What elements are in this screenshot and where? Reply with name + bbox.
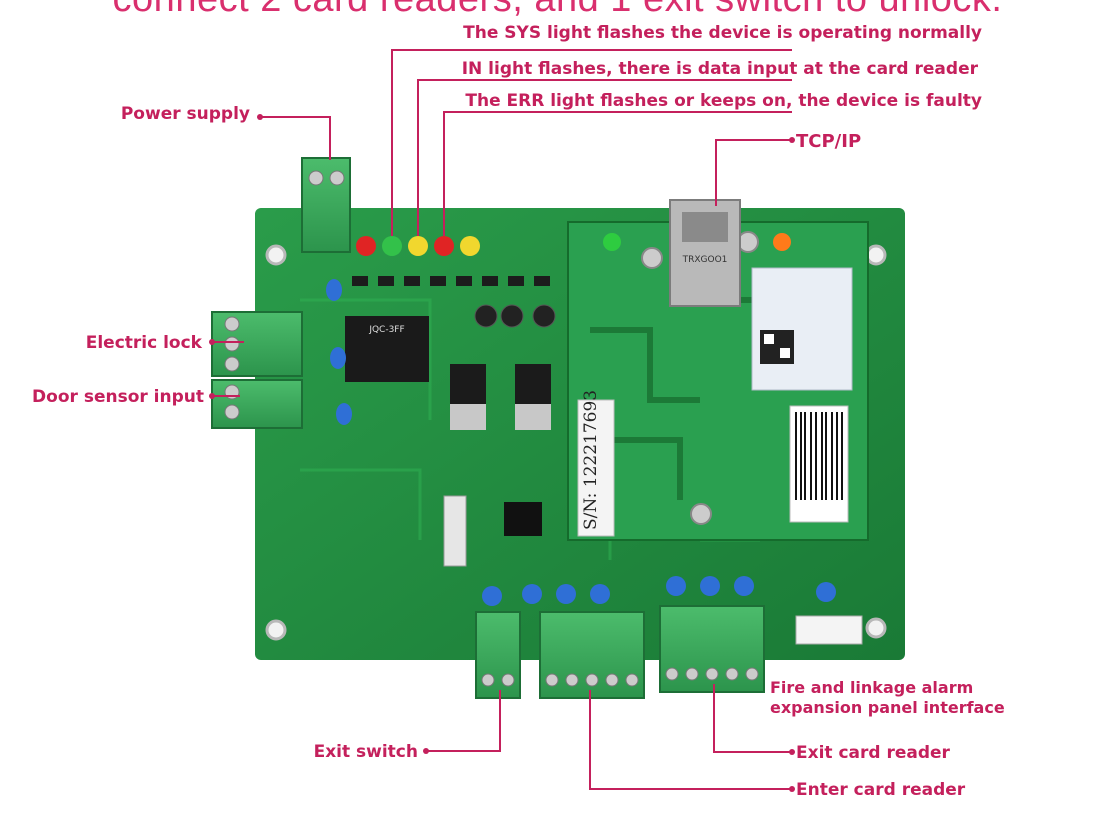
label-enter-card-reader: Enter card reader	[796, 780, 966, 800]
label-fire-alarm-2: expansion panel interface	[770, 698, 1005, 717]
in-led-yellow-icon	[408, 236, 428, 256]
electric-lock-terminal	[211, 311, 303, 377]
serial-number-label: S/N: 122217693	[581, 390, 601, 530]
network-module: S/N: 122217693	[567, 221, 869, 541]
resistor	[443, 495, 467, 567]
led-yellow-icon	[460, 236, 480, 256]
label-power-supply: Power supply	[121, 104, 250, 124]
page-heading: connect 2 card readers, and 1 exit switc…	[0, 0, 1115, 21]
enter-card-reader-terminal	[539, 611, 645, 699]
exit-card-reader-terminal	[659, 605, 765, 693]
err-led-red-icon	[434, 236, 454, 256]
alarm-expansion-connector	[795, 615, 863, 645]
sys-led-green-icon	[382, 236, 402, 256]
label-sys-light: The SYS light flashes the device is oper…	[463, 23, 982, 43]
rj45-text: TRXGOO1	[682, 255, 728, 265]
label-electric-lock: Electric lock	[86, 333, 203, 353]
ic-chip	[504, 502, 542, 536]
voltage-regulators	[450, 364, 551, 430]
led-red-icon	[356, 236, 376, 256]
status-led-orange-icon	[773, 233, 791, 251]
label-tcp-ip: TCP/IP	[796, 131, 861, 152]
callout-lines	[209, 49, 795, 792]
door-sensor-terminal	[211, 379, 303, 429]
label-fire-alarm-1: Fire and linkage alarm	[770, 678, 973, 697]
indicator-leds	[356, 236, 480, 256]
rj45-port: TRXGOO1	[669, 199, 741, 307]
label-door-sensor: Door sensor input	[32, 387, 204, 407]
label-exit-switch: Exit switch	[314, 742, 418, 762]
status-led-green-icon	[603, 233, 621, 251]
exit-switch-terminal	[475, 611, 521, 699]
power-terminal	[301, 157, 351, 253]
label-exit-card-reader: Exit card reader	[796, 743, 951, 763]
label-err-light: The ERR light flashes or keeps on, the d…	[465, 91, 982, 111]
label-in-light: IN light flashes, there is data input at…	[462, 59, 979, 79]
relay-text: JQC-3FF	[368, 325, 404, 335]
relay: JQC-3FF	[345, 316, 429, 382]
